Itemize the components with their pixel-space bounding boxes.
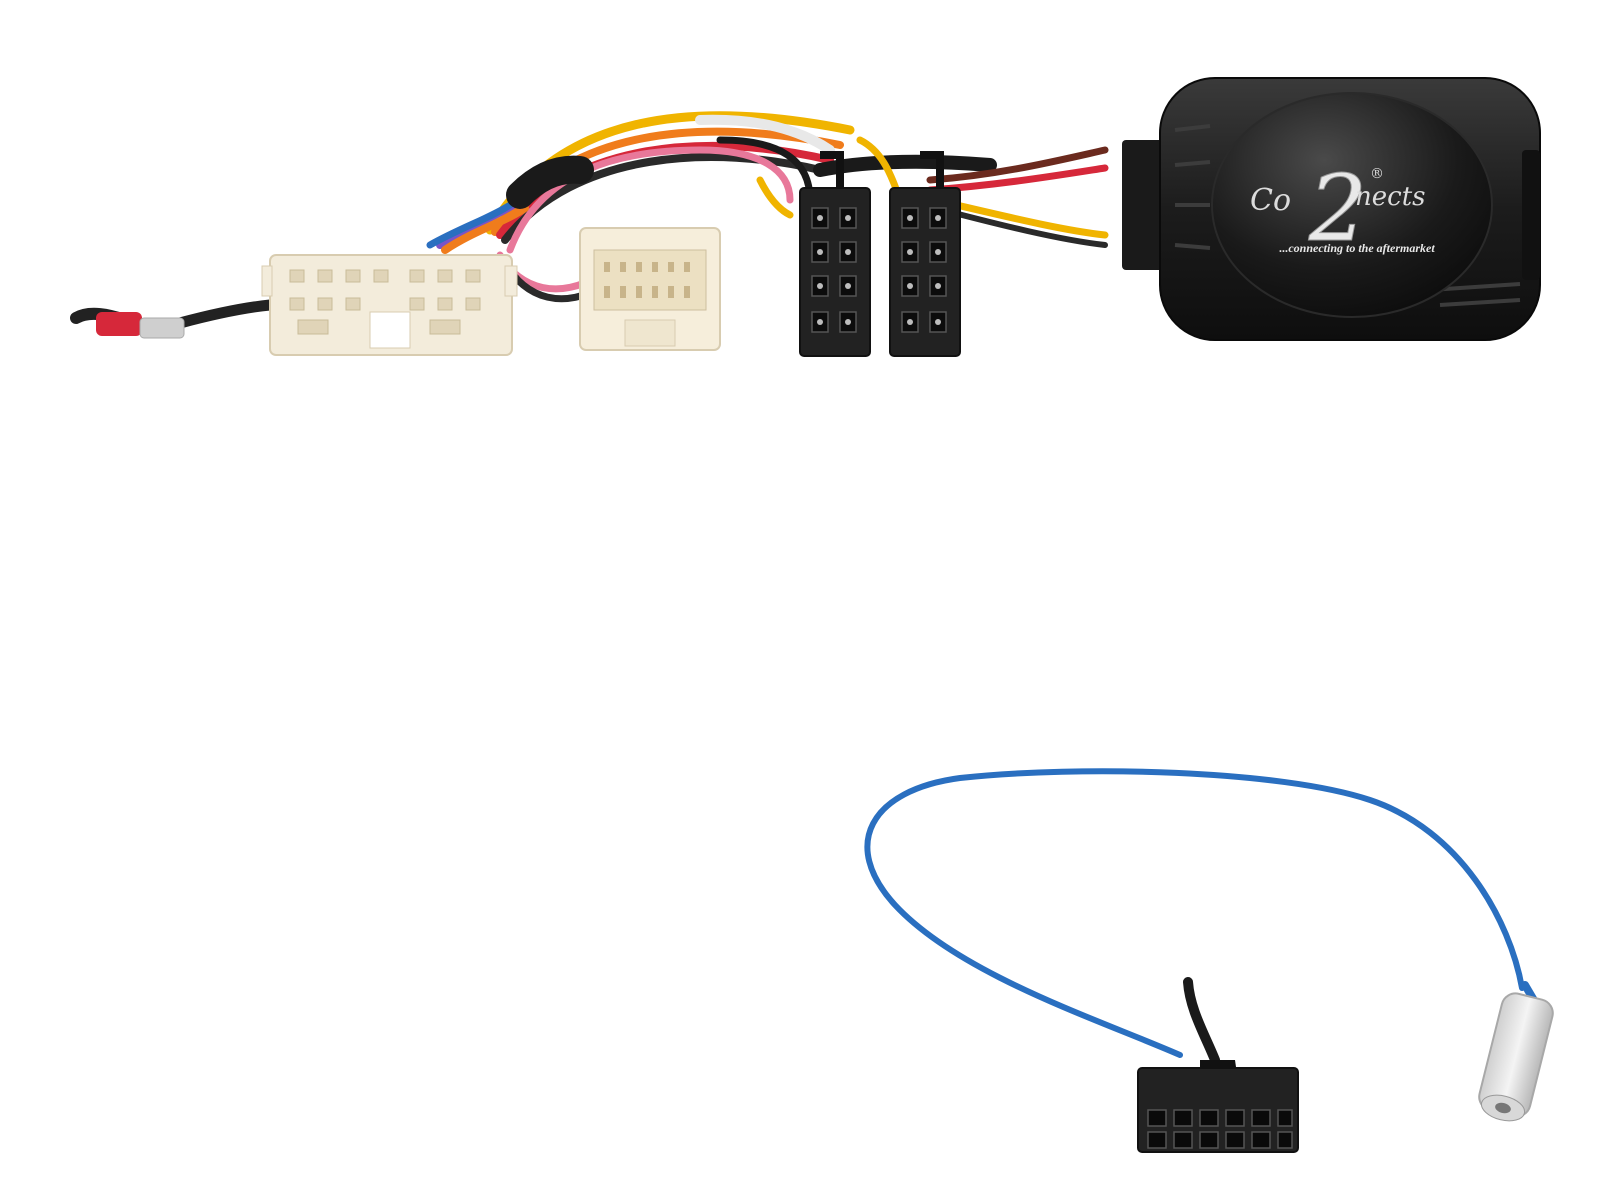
white-connector-middle xyxy=(579,227,721,351)
patch-lead xyxy=(864,768,1525,1065)
control-module-icon: 2 Co nects ® ...connecting to the afterm… xyxy=(1122,77,1541,341)
white-connector-left xyxy=(261,254,518,356)
logo-brand-left: Co xyxy=(1250,183,1291,218)
logo-numeral: 2 xyxy=(1308,155,1368,262)
logo-tagline: ...connecting to the aftermarket xyxy=(1279,241,1435,255)
logo-registered: ® xyxy=(1370,166,1384,182)
patch-lead-connector-icon xyxy=(1137,1060,1299,1153)
antenna-plug-icon xyxy=(1478,981,1554,1122)
iso-connector-icon xyxy=(799,151,961,357)
logo-brand-right: nects xyxy=(1355,182,1425,212)
ring-terminal-icon xyxy=(70,307,185,339)
